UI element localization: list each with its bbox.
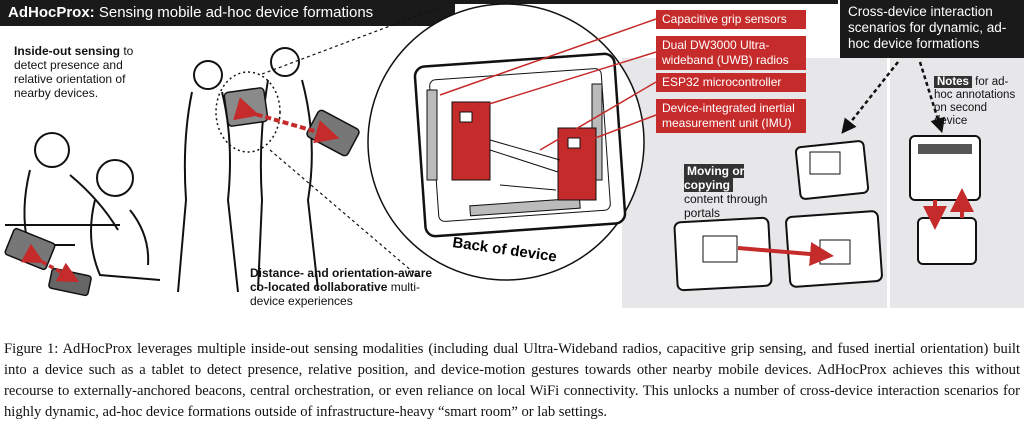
sensing-label-bold: Inside-out sensing <box>14 44 121 58</box>
grip-sensor-bottom <box>469 197 581 217</box>
portal-move-arrow <box>737 242 834 266</box>
component-tag-esp32: ESP32 microcontroller <box>656 73 806 92</box>
notes-tag: Notes <box>934 76 972 88</box>
figure-caption-label: Figure 1: <box>4 341 59 357</box>
proximity-arrow-standing <box>233 97 340 144</box>
sensing-label: Inside-out sensing to detect presence an… <box>14 44 144 100</box>
tablet-partner-sketch <box>306 109 360 157</box>
notes-label-text: for ad-hoc annotations on second device <box>934 76 1016 127</box>
scenarios-title-box: Cross-device interaction scenarios for d… <box>840 0 1024 58</box>
collab-label: Distance- and orientation-aware co-locat… <box>250 266 448 308</box>
figure-title-brand: AdHocProx: <box>8 4 95 21</box>
standing-people-sketch <box>177 47 319 293</box>
title-rule <box>455 0 838 4</box>
figure-illustration: Back of device <box>4 3 981 297</box>
proximity-arrow-seated <box>20 243 80 283</box>
component-tag-grip: Capacitive grip sensors <box>656 10 806 29</box>
collab-label-text: multi-device experiences <box>250 280 421 308</box>
portals-tag: Moving or copying <box>684 164 745 192</box>
tablet-right-sketch <box>48 267 92 297</box>
tablet-left-sketch <box>4 227 56 271</box>
sensing-label-text: to detect presence and relative orientat… <box>14 44 134 100</box>
figure-caption: Figure 1: AdHocProx leverages multiple i… <box>4 339 1020 423</box>
collab-label-bold: Distance- and orientation-aware co-locat… <box>250 266 433 294</box>
grip-sensor-left <box>426 89 438 181</box>
figure-caption-text: AdHocProx leverages multiple inside-out … <box>4 341 1021 420</box>
component-tag-uwb: Dual DW3000 Ultra-wideband (UWB) radios <box>656 36 806 70</box>
tablet-held-sketch <box>223 87 269 127</box>
device-back-sketch <box>413 52 627 238</box>
figure-title-text: Sensing mobile ad-hoc device formations <box>94 4 374 21</box>
seated-people-sketch <box>5 132 161 281</box>
scenario-divider <box>887 58 890 308</box>
notes-label: Notes for ad-hoc annotations on second d… <box>934 76 1022 128</box>
zoom-line-top <box>261 7 439 75</box>
scenario-arrow-left <box>841 61 899 134</box>
figure-title-bar: AdHocProx: Sensing mobile ad-hoc device … <box>0 0 455 26</box>
component-leaders <box>439 18 657 151</box>
portals-label-text: content through portals <box>684 192 768 220</box>
notes-tablet-second <box>917 217 977 265</box>
portals-label: Moving or copying content through portal… <box>684 164 794 220</box>
component-tag-imu: Device-integrated inertial measurement u… <box>656 99 806 133</box>
zoom-line-bottom <box>269 149 421 279</box>
